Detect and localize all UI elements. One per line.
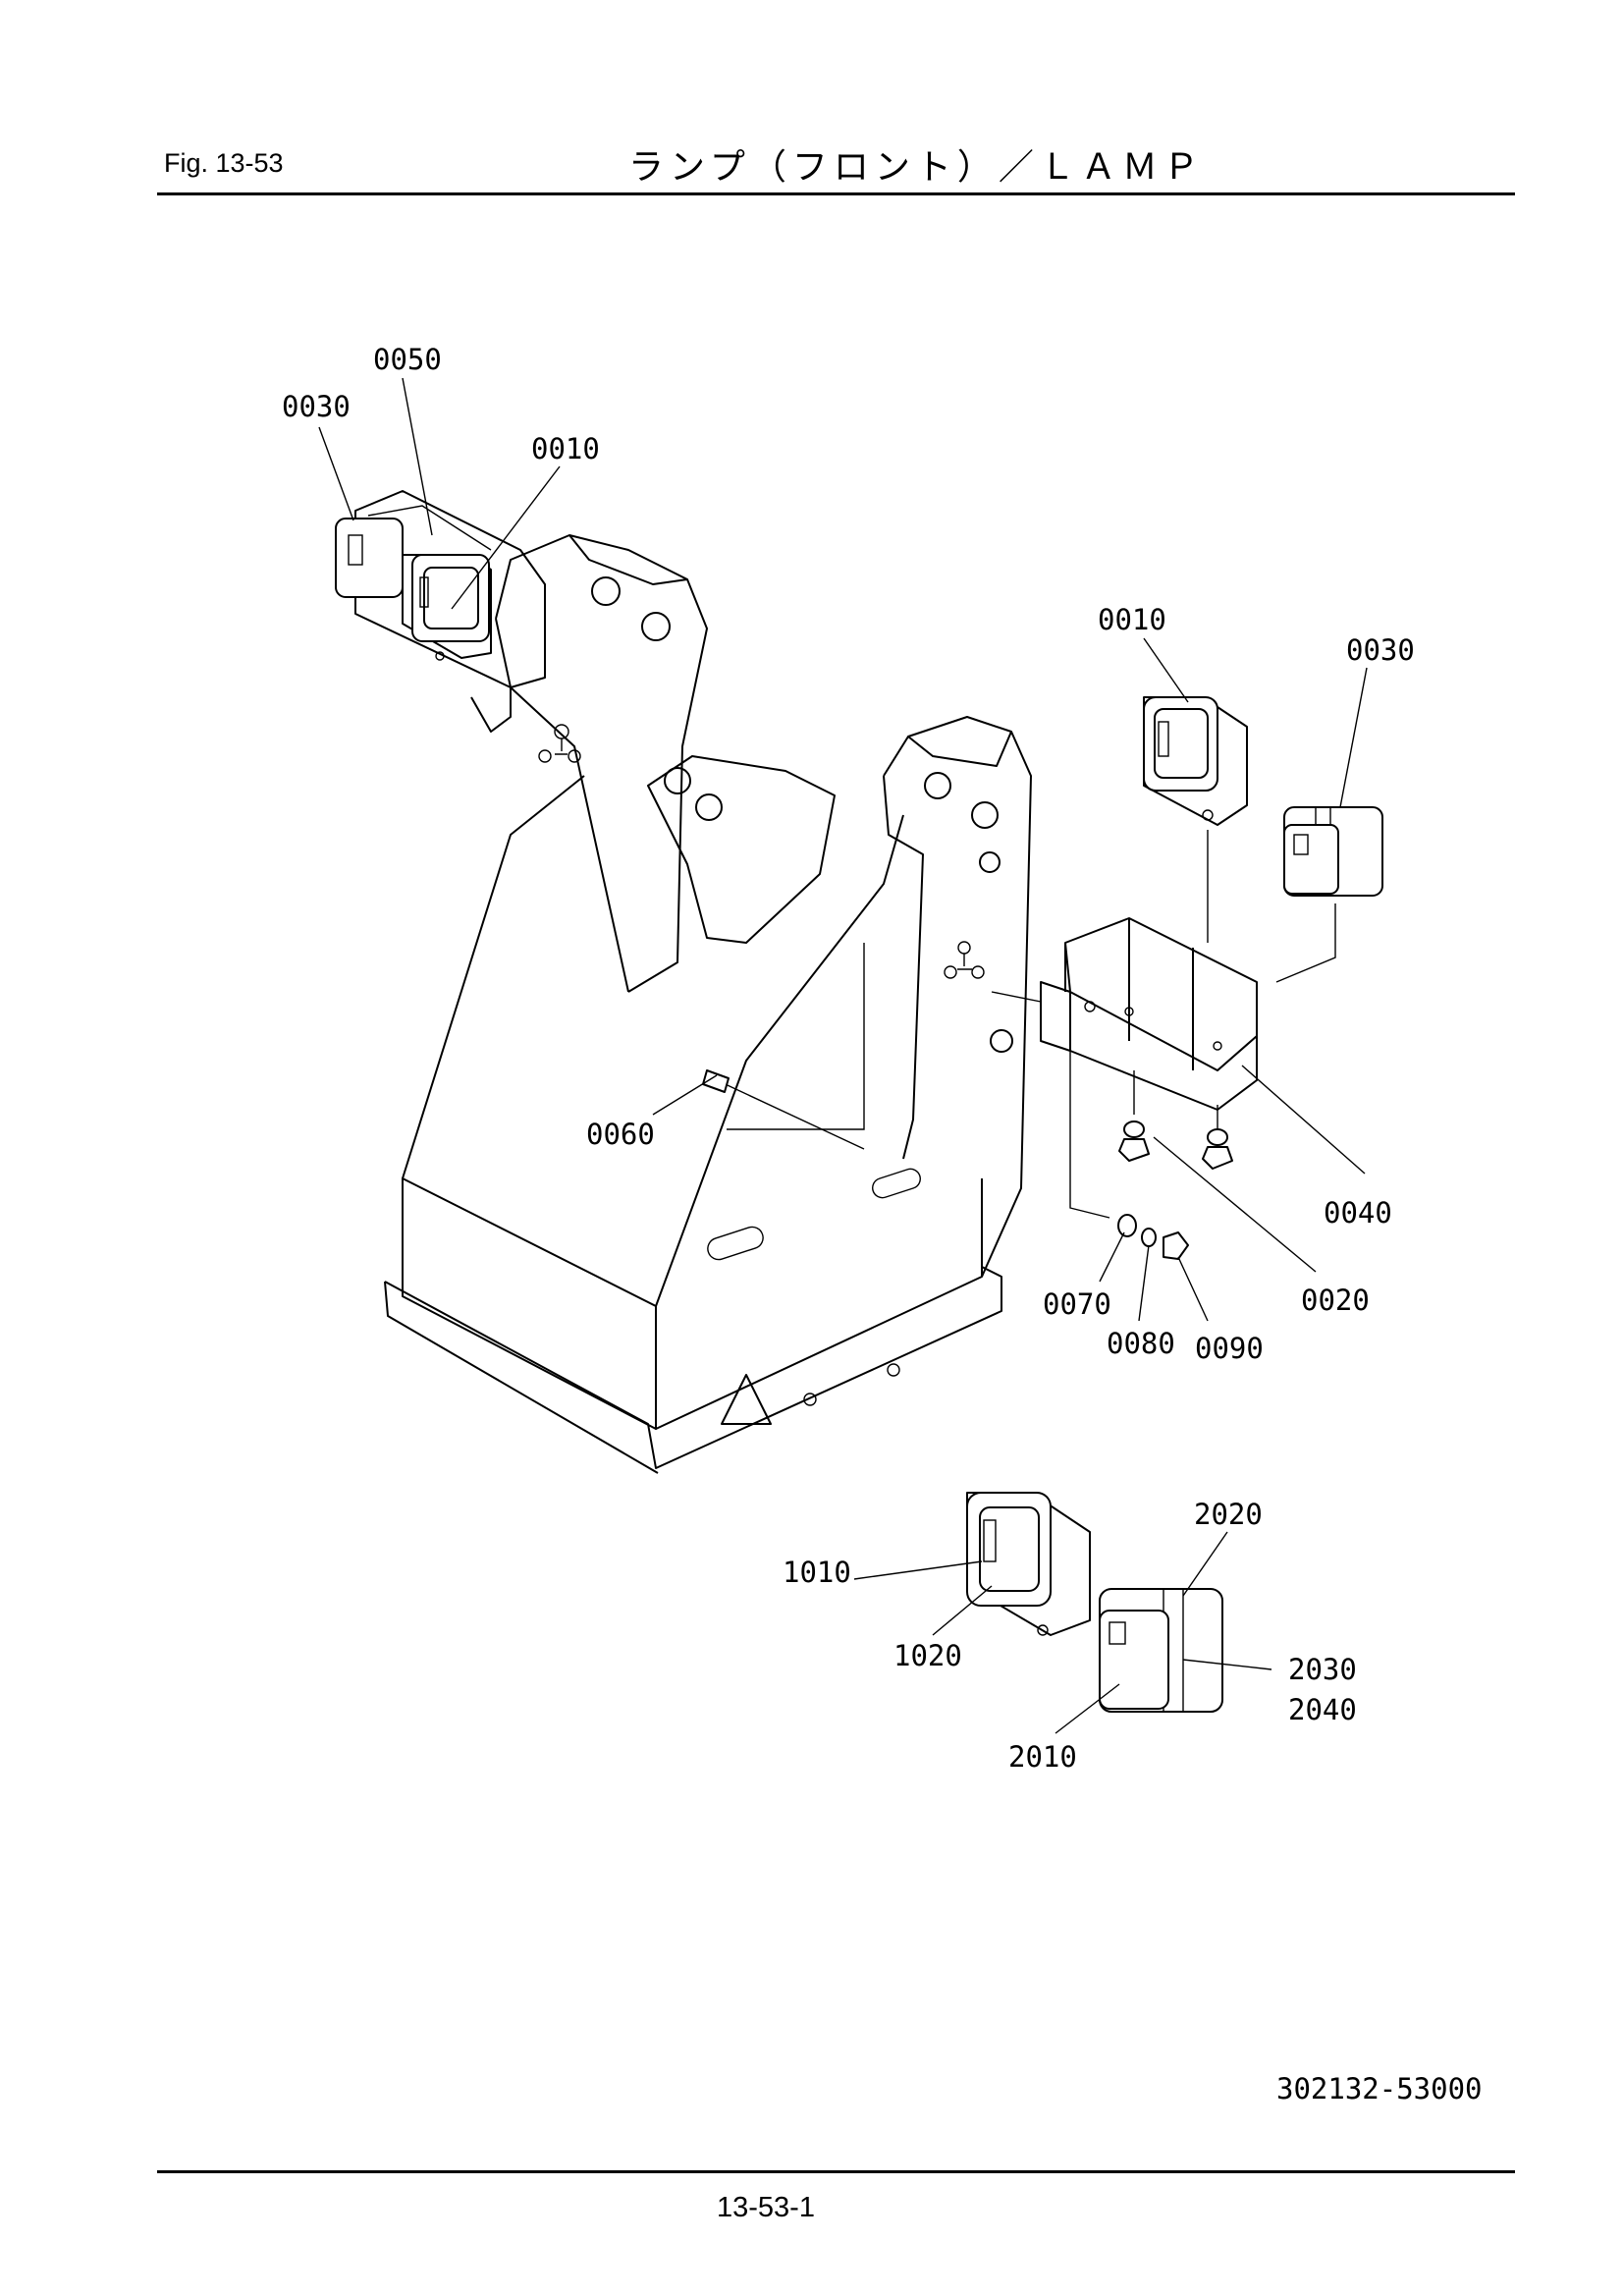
callout-0050: 0050 — [373, 343, 442, 376]
callout-1020: 1020 — [893, 1639, 962, 1672]
callout-2040: 2040 — [1288, 1693, 1357, 1726]
header-rule — [157, 192, 1515, 195]
callout-0010-right: 0010 — [1098, 603, 1166, 636]
page-number: 13-53-1 — [717, 2192, 815, 2223]
callout-1010: 1010 — [783, 1556, 851, 1589]
callout-0090: 0090 — [1195, 1332, 1264, 1365]
callout-0020: 0020 — [1301, 1284, 1370, 1317]
callout-0060: 0060 — [586, 1118, 655, 1151]
callout-0030: 0030 — [282, 390, 351, 423]
page-title: ランプ（フロント）／ＬＡＭＰ — [628, 147, 1205, 188]
callout-0040: 0040 — [1324, 1196, 1392, 1230]
callout-leader-lines — [318, 377, 1368, 1734]
callout-2010: 2010 — [1008, 1740, 1077, 1774]
callout-0030-right: 0030 — [1346, 633, 1415, 667]
right-lamp-assembly — [702, 696, 1383, 1260]
callout-0070: 0070 — [1043, 1287, 1111, 1321]
footer-rule — [157, 2170, 1515, 2173]
figure-label: Fig. 13-53 — [164, 148, 284, 178]
left-lamp-assembly — [335, 490, 546, 733]
callout-0010: 0010 — [531, 432, 600, 465]
callout-0080: 0080 — [1107, 1327, 1175, 1360]
callout-2020: 2020 — [1194, 1498, 1263, 1531]
main-frame-drawing — [384, 534, 1032, 1474]
document-number: 302132-53000 — [1276, 2072, 1483, 2105]
callout-2030: 2030 — [1288, 1653, 1357, 1686]
lower-lamp-parts — [966, 1492, 1223, 1713]
